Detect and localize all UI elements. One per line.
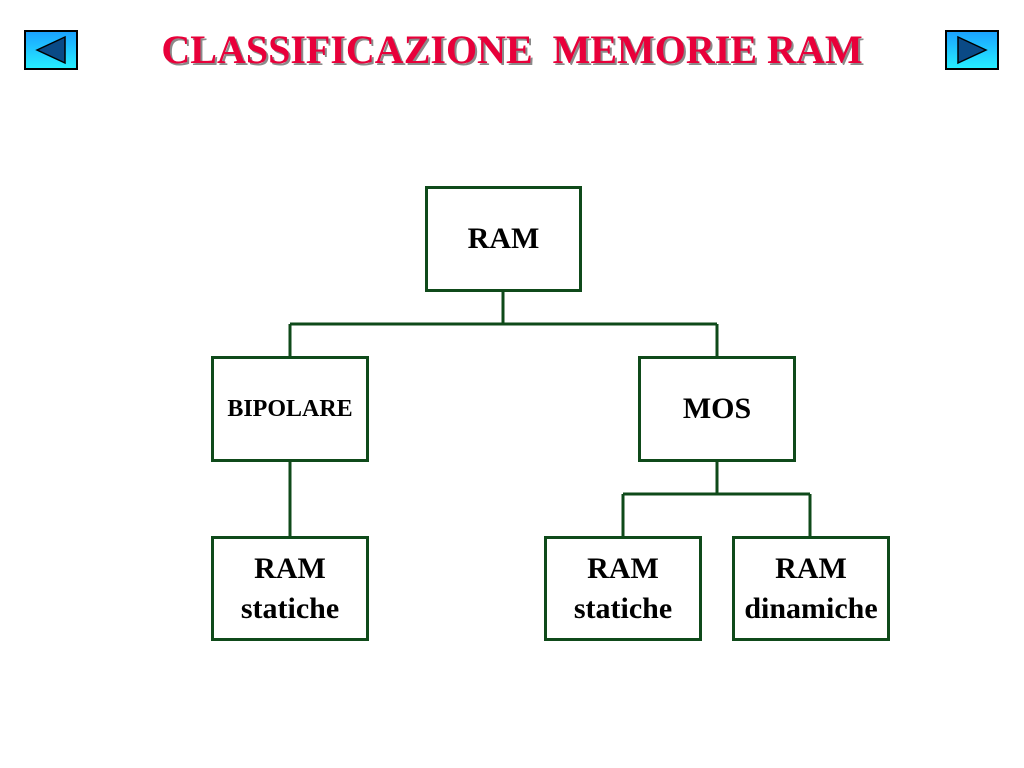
node-label-line2: statiche — [240, 591, 340, 625]
node-mos-ram-dinamiche: RAM dinamiche — [732, 536, 890, 641]
previous-slide-button[interactable] — [24, 30, 78, 70]
node-label-line2: dinamiche — [744, 591, 878, 625]
triangle-right-icon — [945, 30, 999, 70]
node-bipolare-ram-statiche: RAM statiche — [211, 536, 369, 641]
next-slide-button[interactable] — [945, 30, 999, 70]
node-mos: MOS — [638, 356, 796, 462]
node-ram-label: RAM — [467, 222, 540, 255]
node-mos-label: MOS — [682, 392, 752, 425]
node-bipolare-label: BIPOLARE — [227, 396, 353, 422]
triangle-left-icon — [24, 30, 78, 70]
node-label-line1: RAM — [254, 551, 326, 585]
node-label-line2: statiche — [573, 591, 673, 625]
node-label-line1: RAM — [587, 551, 659, 585]
node-ram: RAM — [425, 186, 582, 292]
slide-title: CLASSIFICAZIONE MEMORIE RAM — [161, 27, 863, 72]
node-mos-ram-statiche: RAM statiche — [544, 536, 702, 641]
node-label-line1: RAM — [775, 551, 847, 585]
node-bipolare: BIPOLARE — [211, 356, 369, 462]
